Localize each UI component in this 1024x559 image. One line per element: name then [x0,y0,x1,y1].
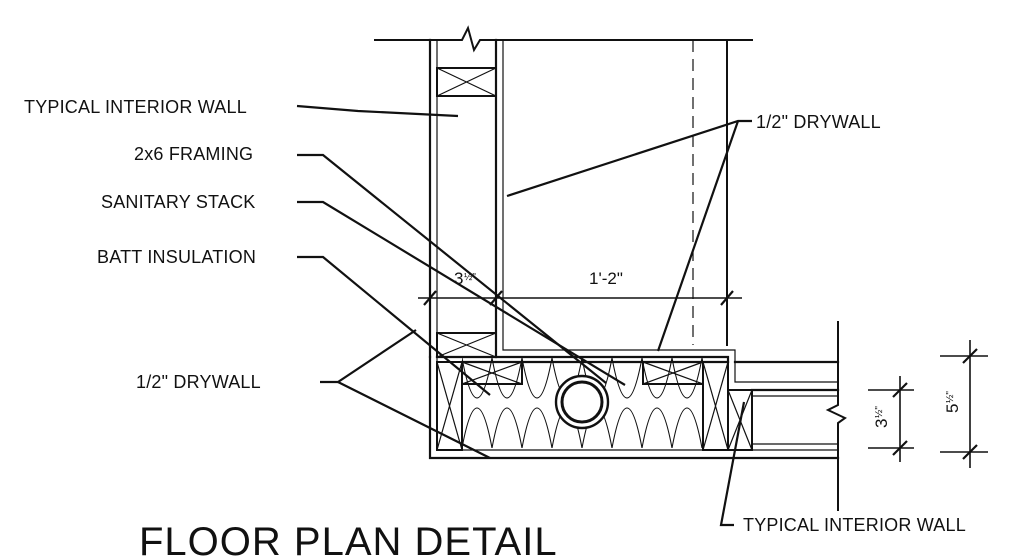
sanitary-stack-pipe [554,374,610,430]
right-interior-wall [750,321,847,511]
right-wall-face [692,39,728,346]
stud-width-dimension: 3 [454,269,463,288]
vertical-interior-wall [428,38,504,359]
stud-width-dimension-fraction: ½" [464,272,476,283]
label-sanitary-stack: SANITARY STACK [101,192,256,212]
top-cut-line [374,25,753,53]
label-2x6-framing: 2x6 FRAMING [134,144,253,164]
horizontal-dimension-line: 3 ½" 1'-2" [418,269,742,310]
plumbing-chase-wall [428,340,840,460]
thick-wall-dimension: 5 [943,404,962,413]
page-title: FLOOR PLAN DETAIL [139,520,558,559]
wall-offset-dimension: 1'-2" [589,269,623,288]
small-wall-dimension-fraction: ½" [874,406,885,418]
label-leaders [296,104,752,527]
vertical-dimension-lines: 3 ½" 5 ½" [868,340,988,468]
label-typical-interior-wall: TYPICAL INTERIOR WALL [24,97,247,117]
thick-wall-dimension-fraction: ½" [945,391,956,403]
label-batt-insulation: BATT INSULATION [97,247,256,267]
small-wall-dimension: 3 [872,419,891,428]
label-drywall-right: 1/2" DRYWALL [756,112,881,132]
sanitary-stack-pipe-inner [560,380,604,424]
label-drywall-left: 1/2" DRYWALL [136,372,261,392]
label-typical-interior-wall-bottom: TYPICAL INTERIOR WALL [743,515,966,535]
